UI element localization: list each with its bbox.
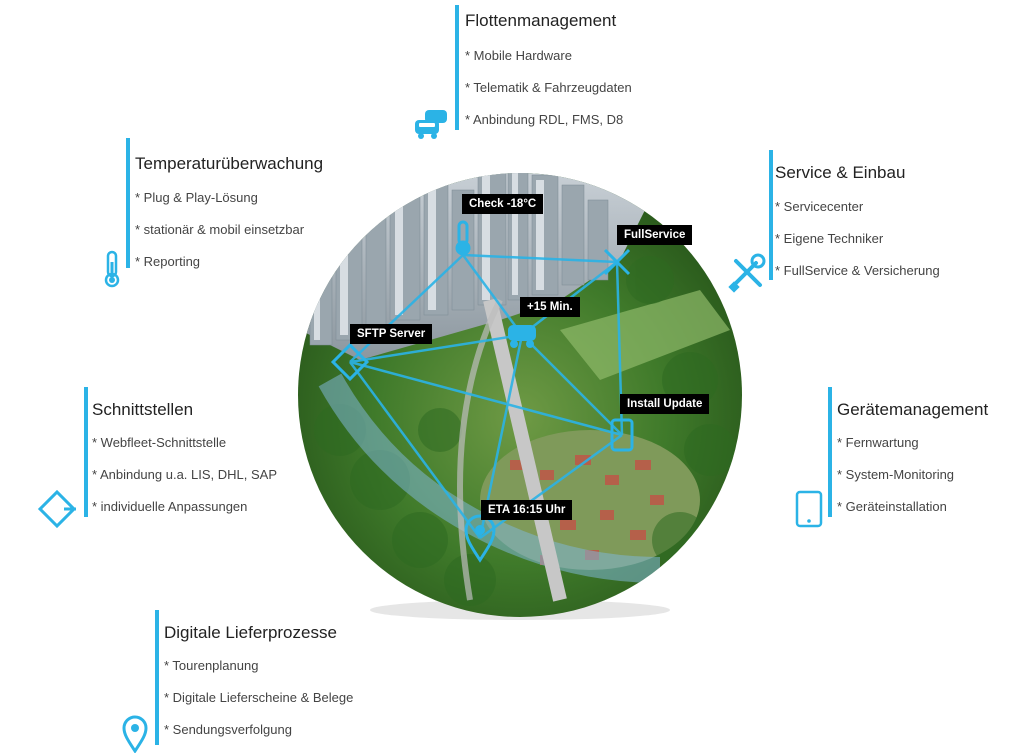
section-title: Schnittstellen xyxy=(92,400,194,419)
chip-install-update: Install Update xyxy=(620,394,710,414)
list-item: * System-Monitoring xyxy=(837,467,955,482)
section-service-einbau: Service & Einbau * Servicecenter * Eigen… xyxy=(769,150,1009,285)
list-item: * Geräteinstallation xyxy=(837,499,947,514)
list-item: * Mobile Hardware xyxy=(465,48,572,63)
list-item: * Tourenplanung xyxy=(164,658,259,673)
chip-check-temp: Check -18°C xyxy=(462,194,544,214)
chip-sftp: SFTP Server xyxy=(350,324,433,344)
tablet-icon xyxy=(795,490,823,528)
list-item: * FullService & Versicherung xyxy=(775,263,940,278)
list-item: * Digitale Lieferscheine & Belege xyxy=(164,690,354,705)
list-item: * individuelle Anpassungen xyxy=(92,499,248,514)
tools-icon xyxy=(728,253,766,293)
section-geraetemanagement: Gerätemanagement * Fernwartung * System-… xyxy=(828,387,1018,522)
list-item: * Sendungsverfolgung xyxy=(164,722,292,737)
chip-fullservice: FullService xyxy=(617,225,693,245)
chip-eta: ETA 16:15 Uhr xyxy=(481,500,573,520)
list-item: * Servicecenter xyxy=(775,199,864,214)
section-title: Flottenmanagement xyxy=(465,11,617,30)
thermometer-icon xyxy=(104,250,120,288)
section-title: Gerätemanagement xyxy=(837,400,989,419)
section-schnittstellen: Schnittstellen * Webfleet-Schnittstelle … xyxy=(84,387,324,522)
section-digitale-lieferprozesse: Digitale Lieferprozesse * Tourenplanung … xyxy=(155,610,395,750)
interface-diamond-icon xyxy=(37,489,77,529)
section-temperaturueberwachung: Temperaturüberwachung * Plug & Play-Lösu… xyxy=(126,138,366,273)
cars-icon xyxy=(415,110,447,139)
section-title: Service & Einbau xyxy=(775,163,906,182)
list-item: * Anbindung u.a. LIS, DHL, SAP xyxy=(92,467,278,482)
list-item: * Eigene Techniker xyxy=(775,231,884,246)
section-title: Digitale Lieferprozesse xyxy=(164,623,337,642)
list-item: * stationär & mobil einsetzbar xyxy=(135,222,305,237)
section-title: Temperaturüberwachung xyxy=(135,154,324,173)
list-item: * Telematik & Fahrzeugdaten xyxy=(465,80,632,95)
section-flottenmanagement: Flottenmanagement * Mobile Hardware * Te… xyxy=(455,5,695,135)
list-item: * Fernwartung xyxy=(837,435,919,450)
list-item: * Plug & Play-Lösung xyxy=(135,190,258,205)
list-item: * Webfleet-Schnittstelle xyxy=(92,435,227,450)
list-item: * Reporting xyxy=(135,254,201,269)
location-pin-icon xyxy=(122,715,148,753)
chip-plus15: +15 Min. xyxy=(520,297,580,317)
list-item: * Anbindung RDL, FMS, D8 xyxy=(465,112,624,127)
